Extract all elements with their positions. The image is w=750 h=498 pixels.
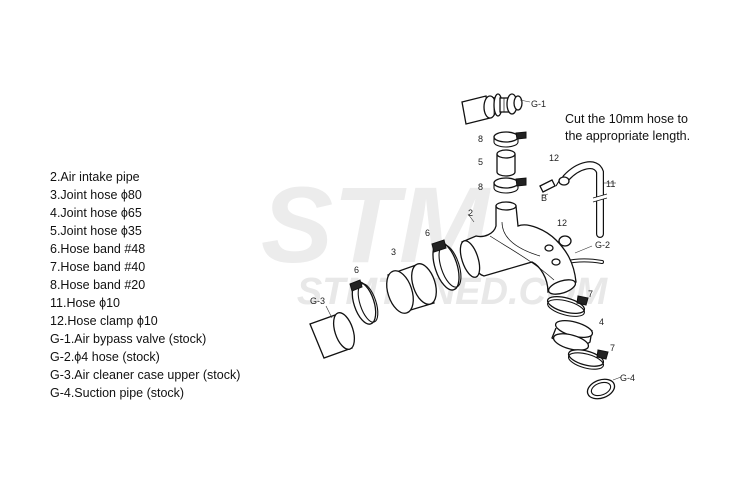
callout-12-bottom: 12 xyxy=(557,218,568,228)
hose-10mm xyxy=(562,161,616,238)
joint-hose-80 xyxy=(386,263,437,314)
callout-g3: G-3 xyxy=(310,296,326,306)
hose-band-48-left xyxy=(349,279,379,325)
callout-11: 11 xyxy=(606,179,616,189)
air-bypass-valve-g1 xyxy=(461,93,523,125)
callout-3: 3 xyxy=(391,247,397,257)
fitting-b xyxy=(539,179,556,197)
callout-8-bottom: 8 xyxy=(478,182,484,192)
air-intake-pipe xyxy=(459,201,577,295)
air-cleaner-case-g3 xyxy=(309,305,356,359)
legend-item: 5.Joint hose ϕ35 xyxy=(50,224,142,238)
legend-item: G-3.Air cleaner case upper (stock) xyxy=(50,368,241,382)
legend-item: 4.Joint hose ϕ65 xyxy=(50,206,142,220)
joint-hose-35 xyxy=(496,149,516,177)
legend-item: 3.Joint hose ϕ80 xyxy=(50,188,142,202)
parts-legend: 2.Air intake pipe 3.Joint hose ϕ80 4.Joi… xyxy=(50,168,240,402)
callout-12-top: 12 xyxy=(549,153,560,163)
suction-pipe-g4 xyxy=(586,376,622,400)
hose-band-40-top xyxy=(546,295,589,317)
legend-item: 6.Hose band #48 xyxy=(50,242,146,256)
hose-clamp-10-top xyxy=(555,176,570,187)
note-line-2: the appropriate length. xyxy=(565,129,691,143)
callout-7-bottom: 7 xyxy=(610,343,616,353)
callout-7-top: 7 xyxy=(588,289,594,299)
callout-6-left: 6 xyxy=(354,265,360,275)
legend-item: 11.Hose ϕ10 xyxy=(50,296,121,310)
callout-b: B xyxy=(541,193,548,203)
hose-band-48-right xyxy=(431,239,462,291)
legend-item: 12.Hose clamp ϕ10 xyxy=(50,314,158,328)
callout-6-right: 6 xyxy=(425,228,431,238)
callout-g1: G-1 xyxy=(531,99,547,109)
legend-item: G-1.Air bypass valve (stock) xyxy=(50,332,207,346)
callout-g2: G-2 xyxy=(595,240,611,250)
legend-item: G-4.Suction pipe (stock) xyxy=(50,386,185,400)
legend-item: 2.Air intake pipe xyxy=(50,170,140,184)
legend-item: G-2.ϕ4 hose (stock) xyxy=(50,350,160,364)
joint-hose-65 xyxy=(551,319,594,353)
hose-band-20-bottom xyxy=(493,177,527,194)
hose-band-40-bottom xyxy=(567,349,609,370)
callout-g4: G-4 xyxy=(620,373,636,383)
callout-4: 4 xyxy=(599,317,605,327)
note-line-1: Cut the 10mm hose to xyxy=(565,112,688,126)
callout-8-top: 8 xyxy=(478,134,484,144)
legend-item: 8.Hose band #20 xyxy=(50,278,146,292)
legend-item: 7.Hose band #40 xyxy=(50,260,146,274)
callout-5: 5 xyxy=(478,157,484,167)
hose-band-20-top xyxy=(493,131,527,148)
callout-2: 2 xyxy=(468,208,474,218)
cut-hose-note: Cut the 10mm hose to the appropriate len… xyxy=(565,111,690,145)
